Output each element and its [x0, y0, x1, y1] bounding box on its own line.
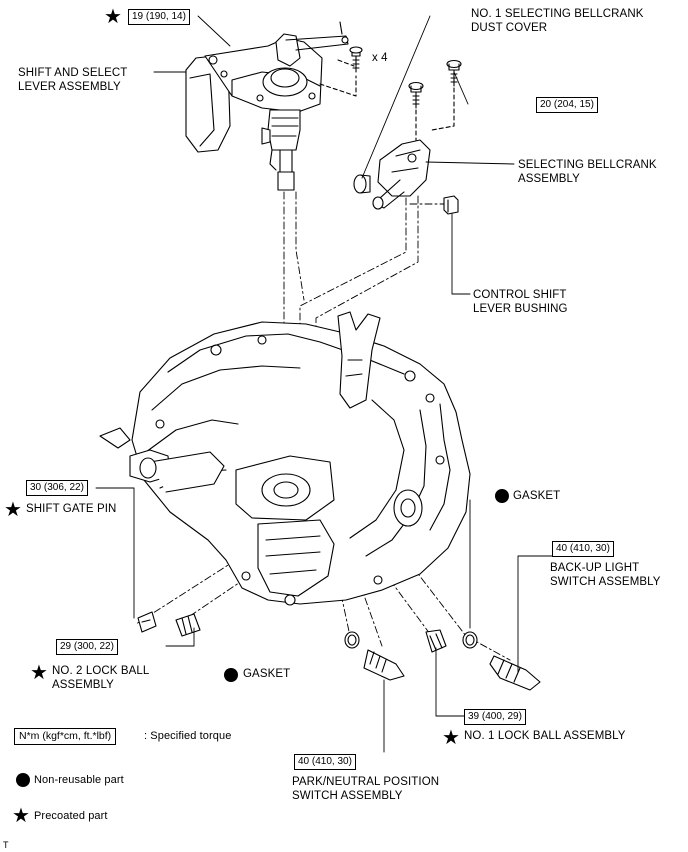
shift-select-lever-drawing: [185, 21, 349, 191]
no2-lock-ball-drawing: [175, 613, 201, 637]
label-shift-gate-pin: SHIFT GATE PIN: [26, 503, 117, 515]
gasket-left-drawing: [344, 631, 360, 649]
legend-non-reusable: Non-reusable part: [34, 774, 124, 786]
label-gasket-left: GASKET: [243, 668, 291, 680]
torque-no2-lock-ball: 29 (300, 22): [56, 639, 118, 655]
backup-light-switch-drawing: [489, 655, 541, 691]
bellcrank-bolts: [408, 59, 462, 109]
legend-non-reusable-dot-icon: [16, 773, 30, 787]
label-shift-select-lever: SHIFT AND SELECT LEVER ASSEMBLY: [18, 67, 128, 93]
no1-lock-ball-drawing: [425, 629, 447, 653]
label-gasket-right: GASKET: [513, 490, 561, 502]
precoated-star-icon: ★: [4, 499, 22, 521]
label-selecting-bellcrank: SELECTING BELLCRANK ASSEMBLY: [518, 159, 657, 185]
torque-no1-lock-ball: 39 (400, 29): [464, 709, 526, 725]
lever-bolt: [349, 46, 363, 73]
shift-gate-pin-drawing: [137, 611, 157, 633]
torque-park-neutral: 40 (410, 30): [294, 754, 356, 770]
legend-precoated-star-icon: ★: [12, 805, 30, 827]
footer-mark: T: [3, 840, 9, 850]
transaxle-housing-drawing: [99, 311, 471, 606]
legend-torque-desc: : Specified torque: [144, 730, 232, 742]
legend-precoated: Precoated part: [34, 810, 108, 822]
legend-torque-unit: N*m (kgf*cm, ft.*lbf): [14, 728, 117, 745]
torque-shift-select: 19 (190, 14): [128, 9, 190, 25]
precoated-star-icon: ★: [104, 6, 122, 28]
label-park-neutral: PARK/NEUTRAL POSITION SWITCH ASSEMBLY: [292, 776, 440, 802]
label-no2-lock-ball: NO. 2 LOCK BALL ASSEMBLY: [52, 665, 150, 691]
selecting-bellcrank-drawing: [353, 139, 431, 210]
label-no1-lock-ball: NO. 1 LOCK BALL ASSEMBLY: [464, 730, 626, 742]
non-reusable-dot-icon: [495, 489, 509, 503]
park-neutral-switch-drawing: [363, 649, 405, 681]
label-backup-light: BACK-UP LIGHT SWITCH ASSEMBLY: [550, 562, 661, 588]
label-control-shift-bushing: CONTROL SHIFT LEVER BUSHING: [473, 289, 568, 315]
gasket-right-drawing: [462, 631, 478, 649]
non-reusable-dot-icon: [224, 668, 238, 682]
label-no1-dust-cover: NO. 1 SELECTING BELLCRANK DUST COVER: [471, 8, 644, 34]
label-x4: x 4: [372, 52, 388, 64]
precoated-star-icon: ★: [30, 662, 48, 684]
torque-bellcrank-bolt: 20 (204, 15): [536, 97, 598, 113]
precoated-star-icon: ★: [442, 727, 460, 749]
control-shift-bushing-drawing: [443, 195, 459, 215]
torque-shift-gate-pin: 30 (306, 22): [26, 480, 88, 496]
torque-backup-light: 40 (410, 30): [552, 541, 614, 557]
